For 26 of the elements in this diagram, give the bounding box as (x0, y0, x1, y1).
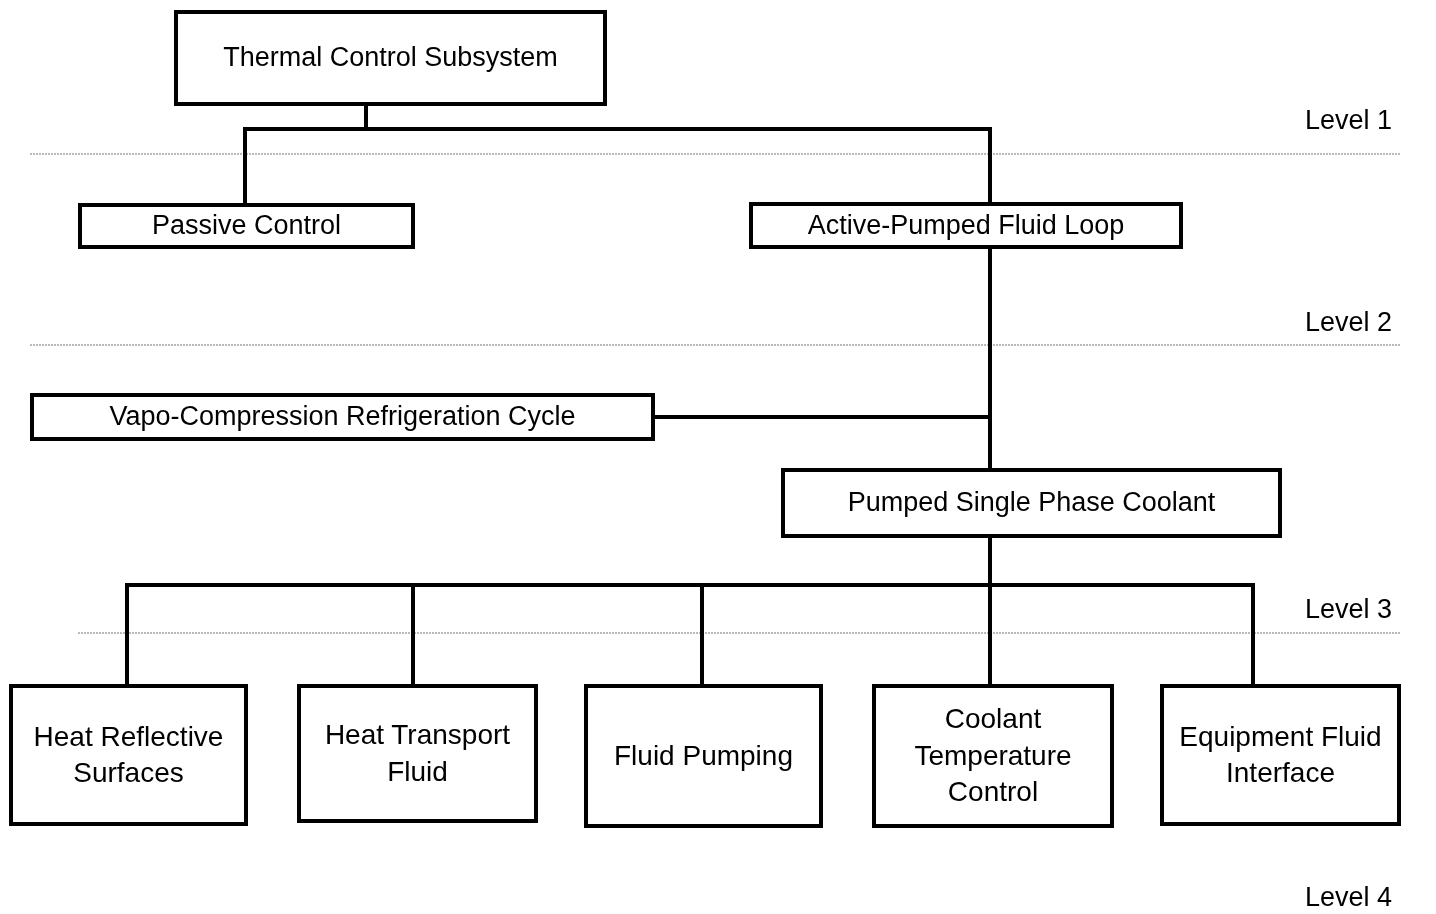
hierarchy-box (749, 202, 1183, 249)
box-label: Thermal Control Subsystem (223, 41, 558, 75)
hierarchy-box (174, 10, 607, 106)
box-label: Coolant Temperature Control (913, 702, 1073, 810)
hierarchy-box (584, 684, 823, 828)
box-label: Equipment Fluid Interface (1178, 719, 1383, 790)
level-label: Level 2 (1305, 306, 1393, 339)
box-label: Passive Control (151, 209, 342, 243)
level-label: Level 1 (1305, 104, 1393, 137)
level-label: Level 4 (1305, 881, 1393, 914)
hierarchy-box (9, 684, 248, 826)
level-label: Level 3 (1305, 593, 1393, 626)
connector-line (988, 249, 992, 468)
hierarchy-box (872, 684, 1114, 828)
hierarchy-box (297, 684, 538, 823)
box-label: Fluid Pumping (614, 738, 793, 773)
connector-line (988, 538, 1255, 684)
box-label: Heat Reflective Surfaces (32, 719, 225, 790)
box-label: Active-Pumped Fluid Loop (807, 208, 1125, 242)
box-label: Pumped Single Phase Coolant (847, 486, 1216, 520)
box-label: Heat Transport Fluid (323, 718, 512, 789)
hierarchy-box (30, 393, 655, 441)
hierarchy-box (78, 203, 415, 249)
box-label: Vapo-Compression Refrigeration Cycle (109, 400, 576, 434)
hierarchy-box (781, 468, 1282, 538)
hierarchy-box (1160, 684, 1401, 826)
